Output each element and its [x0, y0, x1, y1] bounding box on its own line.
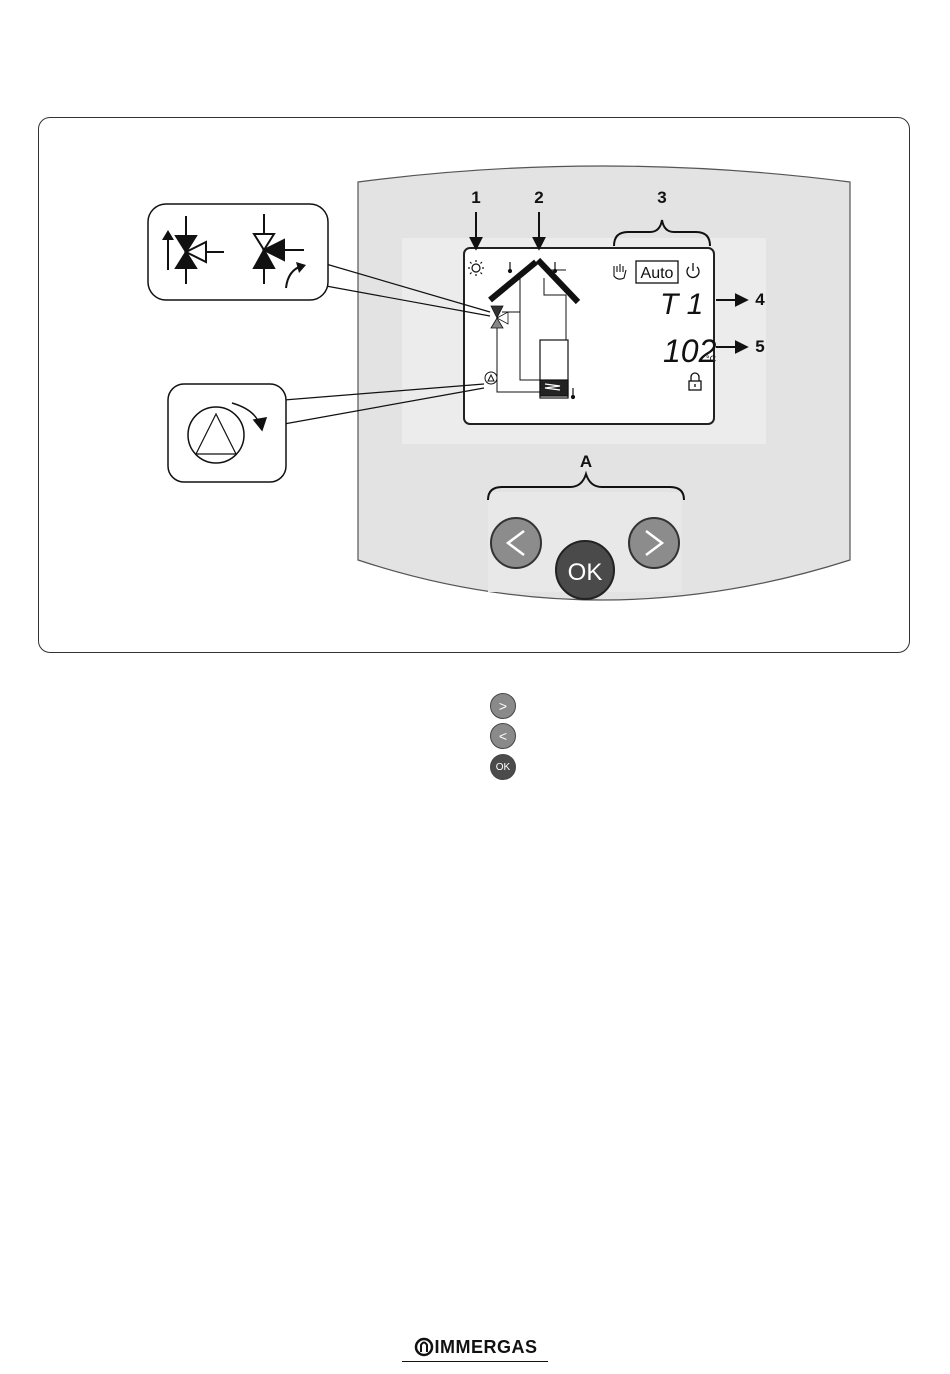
storage-tank — [540, 340, 568, 398]
callout-3: 3 — [650, 188, 674, 208]
auto-mode-label: Auto — [641, 265, 674, 282]
key-left-icon: < — [490, 723, 516, 749]
callout-1: 1 — [464, 188, 488, 208]
lcd-unit: °C — [706, 354, 717, 364]
right-button[interactable] — [629, 518, 679, 568]
logo-mark-icon — [413, 1337, 435, 1357]
ok-button-label: OK — [568, 559, 603, 586]
key-ok-icon: OK — [490, 754, 516, 780]
lcd-parameter: T 1 — [660, 288, 703, 321]
pump-zoom-box — [168, 384, 286, 482]
logo-text: IMMERGAS — [435, 1337, 538, 1358]
key-right-icon: > — [490, 693, 516, 719]
callout-5: 5 — [748, 337, 772, 357]
callout-2: 2 — [527, 188, 551, 208]
immergas-logo: IMMERGAS — [402, 1333, 548, 1362]
left-button[interactable] — [491, 518, 541, 568]
callout-4: 4 — [748, 290, 772, 310]
valve-zoom-box — [148, 204, 328, 300]
callout-A: A — [574, 452, 598, 472]
